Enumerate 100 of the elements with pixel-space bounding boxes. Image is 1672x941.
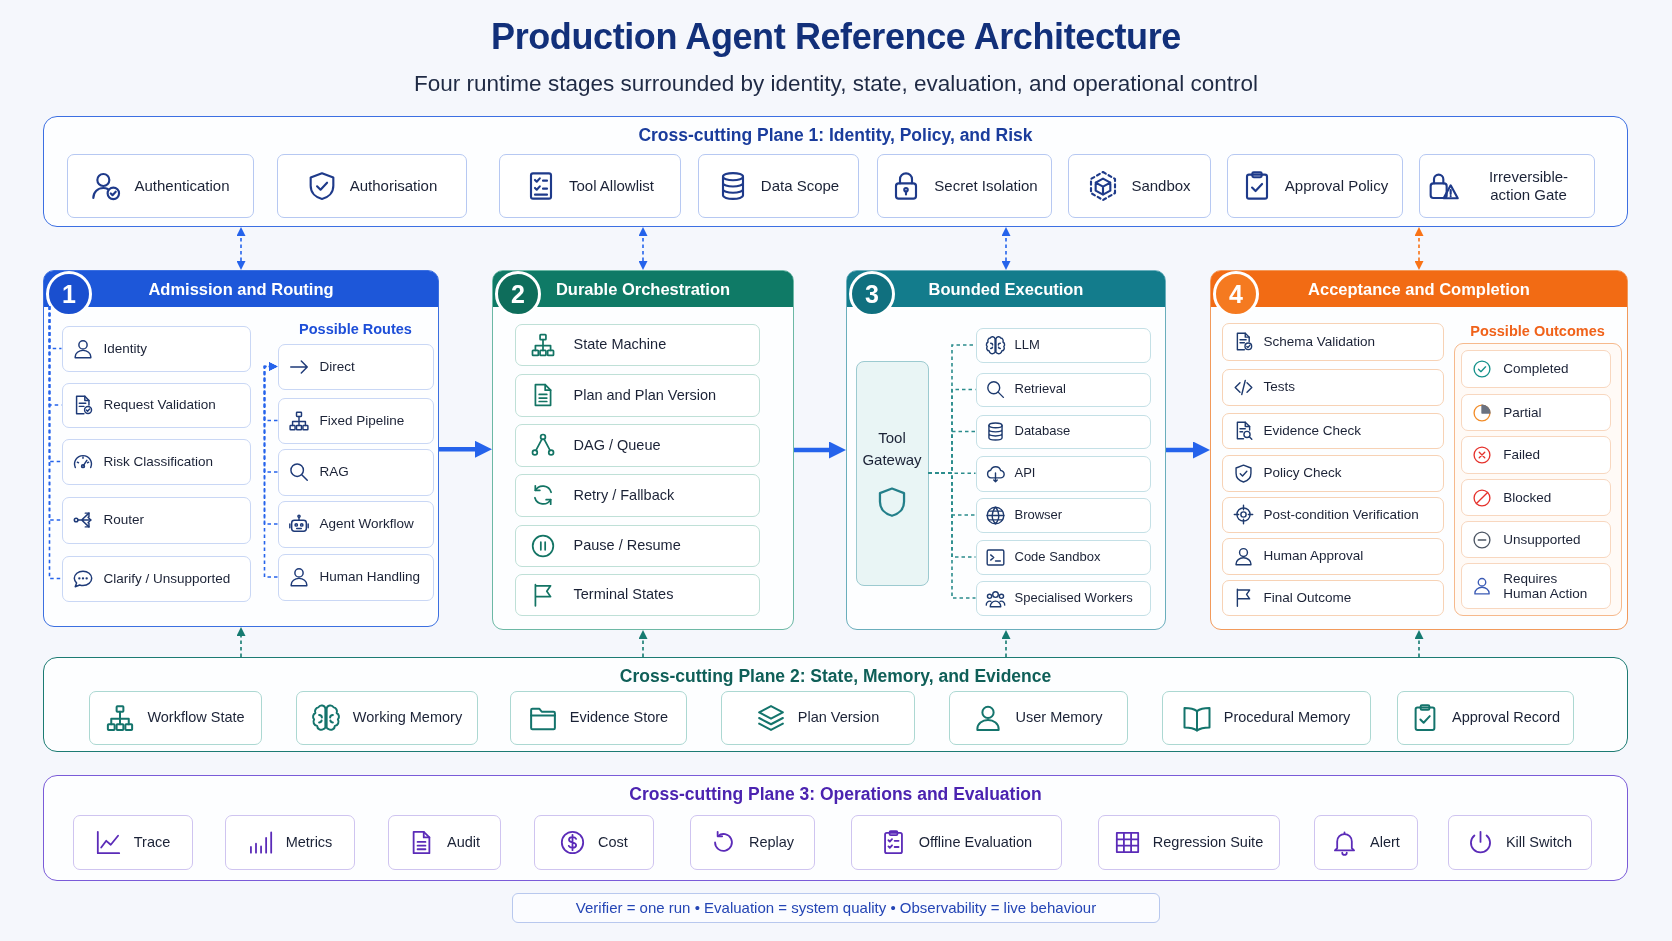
plane-title: Cross-cutting Plane 2: State, Memory, and Evidence <box>619 665 1052 687</box>
stage-title: Bounded Execution <box>928 279 1084 299</box>
component-card <box>533 814 654 870</box>
step-number: 2 <box>495 271 541 317</box>
component-card <box>1226 153 1403 218</box>
component-card <box>975 580 1151 616</box>
component-label: Tool Allowlist <box>568 176 654 195</box>
component-label: Specialised Workers <box>1014 590 1133 606</box>
component-label: Plan and Plan Version <box>573 386 717 404</box>
gateway-label: Tool Gateway <box>861 428 923 470</box>
flow-arrow <box>1166 441 1210 459</box>
component-label: Metrics <box>285 833 333 851</box>
component-card <box>72 814 193 870</box>
component-card <box>61 496 251 544</box>
component-card <box>1097 814 1280 870</box>
component-card <box>975 414 1151 449</box>
step-number: 4 <box>1213 271 1259 317</box>
component-card <box>1221 322 1444 361</box>
component-card <box>277 448 434 496</box>
component-card <box>720 690 915 745</box>
component-card <box>514 524 760 567</box>
component-card <box>697 153 859 218</box>
component-label: Offline Evaluation <box>918 833 1033 851</box>
plane-title: Cross-cutting Plane 3: Operations and Evaluation <box>629 783 1042 805</box>
component-label: Blocked <box>1503 489 1552 506</box>
component-card <box>277 397 434 444</box>
component-card <box>1161 690 1371 745</box>
component-label: Request Validation <box>103 397 216 413</box>
component-label: Evidence Store <box>569 709 669 726</box>
stage-title: Acceptance and Completion <box>1308 279 1530 299</box>
component-label: Direct <box>319 358 355 375</box>
component-label: Requires Human Action <box>1503 570 1589 602</box>
plane-panel <box>43 657 1628 752</box>
component-label: Schema Validation <box>1263 333 1376 350</box>
component-label: Cost <box>598 833 628 851</box>
component-card <box>1221 454 1444 492</box>
component-card <box>224 814 355 870</box>
component-card <box>276 153 467 218</box>
component-card <box>975 372 1151 407</box>
step-number: 1 <box>46 271 92 317</box>
component-card <box>1461 479 1612 517</box>
component-card <box>975 497 1151 533</box>
component-label: Completed <box>1503 361 1569 377</box>
summary-note: Verifier = one run • Evaluation = system quality • Observability = live behaviour <box>512 893 1160 923</box>
component-card <box>948 690 1128 745</box>
group-heading: Possible Outcomes <box>1470 321 1605 340</box>
dashed-arrow <box>1001 227 1011 270</box>
component-label: Unsupported <box>1503 531 1581 548</box>
component-card <box>1221 579 1444 616</box>
component-label: Plan Version <box>797 709 880 726</box>
component-label: Alert <box>1370 833 1400 851</box>
component-card <box>1313 814 1418 870</box>
dashed-arrow <box>236 627 246 658</box>
component-label: Approval Policy <box>1284 176 1389 195</box>
component-label: Risk Classification <box>103 453 214 470</box>
component-label: Final Outcome <box>1263 589 1352 606</box>
component-label: Clarify / Unsupported <box>103 570 231 587</box>
component-label: Post-condition Verification <box>1263 506 1419 523</box>
component-label: Fixed Pipeline <box>319 412 405 429</box>
component-card <box>1461 521 1612 559</box>
component-label: Kill Switch <box>1505 833 1573 851</box>
component-label: Retry / Fallback <box>573 486 675 504</box>
component-card <box>277 343 434 390</box>
component-label: Identity <box>103 340 148 357</box>
component-label: Human Handling <box>319 569 421 585</box>
component-card <box>514 573 760 616</box>
component-label: RAG <box>319 464 349 480</box>
component-label: API <box>1014 466 1036 481</box>
dashed-arrow <box>638 227 648 270</box>
component-label: Database <box>1014 424 1071 439</box>
component-label: Trace <box>133 833 171 851</box>
component-label: Replay <box>748 833 795 851</box>
component-label: Browser <box>1014 507 1063 523</box>
component-card <box>295 690 478 745</box>
subtitle: Four runtime stages surrounded by identity, state, evaluation, and operational control <box>414 70 1258 97</box>
component-card <box>88 690 262 745</box>
diagram-title: Production Agent Reference Architecture <box>491 16 1181 58</box>
component-label: Human Approval <box>1263 548 1364 564</box>
component-label: Pause / Resume <box>573 537 681 554</box>
component-card <box>66 153 254 218</box>
component-label: Workflow State <box>147 709 245 726</box>
component-card <box>1461 563 1612 610</box>
stage-panel <box>43 270 439 627</box>
dashed-connector <box>48 305 63 580</box>
dashed-arrow <box>1414 630 1424 658</box>
component-card <box>1067 153 1211 218</box>
component-card <box>1221 412 1444 449</box>
component-card <box>498 153 681 218</box>
section-heading: Possible Routes <box>299 320 412 338</box>
component-card <box>277 553 434 601</box>
component-card <box>514 323 760 366</box>
component-card <box>1461 436 1612 475</box>
component-label: State Machine <box>573 336 667 353</box>
component-label: Evidence Check <box>1263 422 1362 439</box>
step-number: 3 <box>849 271 895 317</box>
component-label: Code Sandbox <box>1014 549 1101 565</box>
component-label: Irreversible-action Gate <box>1487 168 1570 203</box>
gateway-box <box>855 360 929 586</box>
component-label: Working Memory <box>352 709 463 726</box>
component-card <box>387 814 501 870</box>
